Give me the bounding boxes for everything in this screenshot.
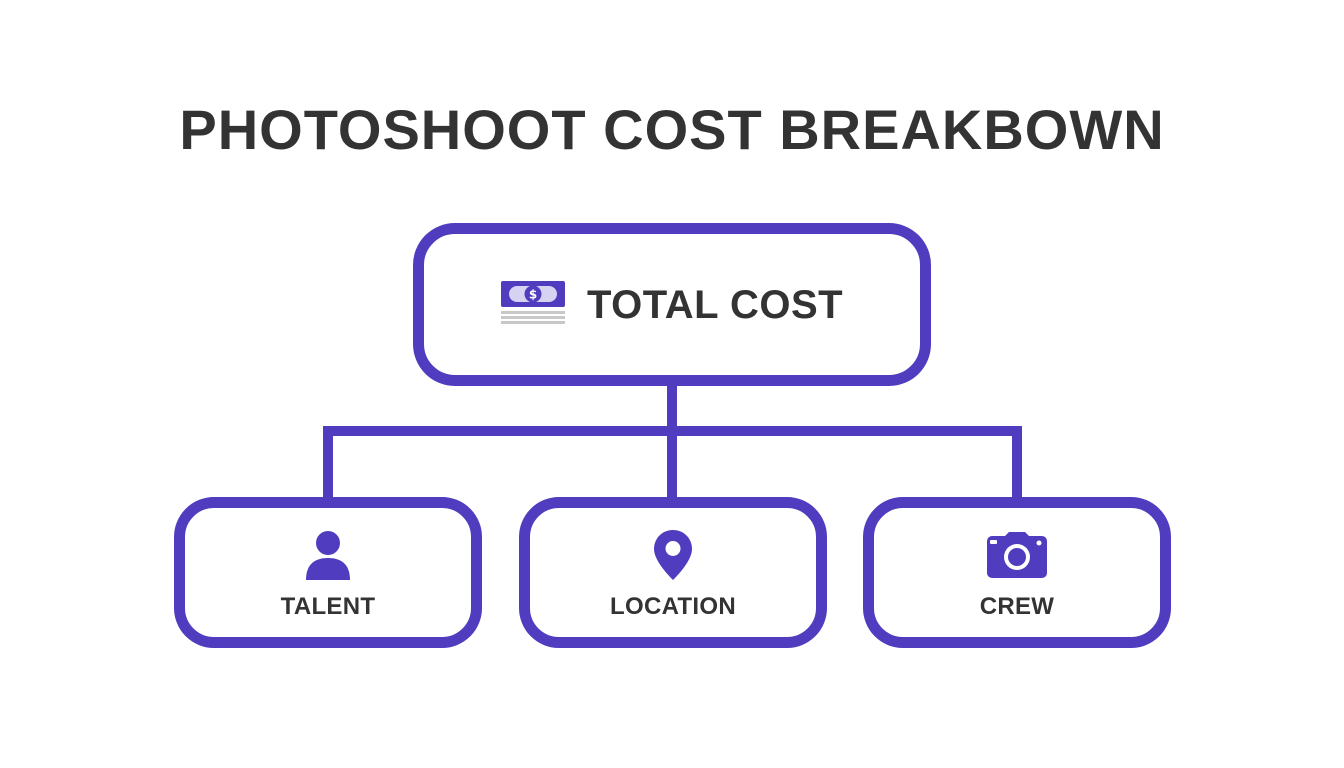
node-location: LOCATION xyxy=(519,497,827,648)
svg-text:$: $ xyxy=(529,288,537,302)
node-crew: CREW xyxy=(863,497,1171,648)
money-icon: $ xyxy=(500,279,565,330)
node-talent-label: TALENT xyxy=(280,593,376,620)
node-total-cost: $ TOTAL COST xyxy=(413,223,931,386)
camera-icon xyxy=(987,527,1047,583)
node-talent: TALENT xyxy=(174,497,482,648)
node-crew-label: CREW xyxy=(979,593,1055,620)
node-location-label: LOCATION xyxy=(610,593,736,620)
location-pin-icon xyxy=(653,527,693,583)
node-total-cost-label: TOTAL COST xyxy=(586,283,844,327)
page-title: PHOTOSHOOT COST BREAKBOWN xyxy=(179,98,1165,161)
person-icon xyxy=(305,527,351,583)
